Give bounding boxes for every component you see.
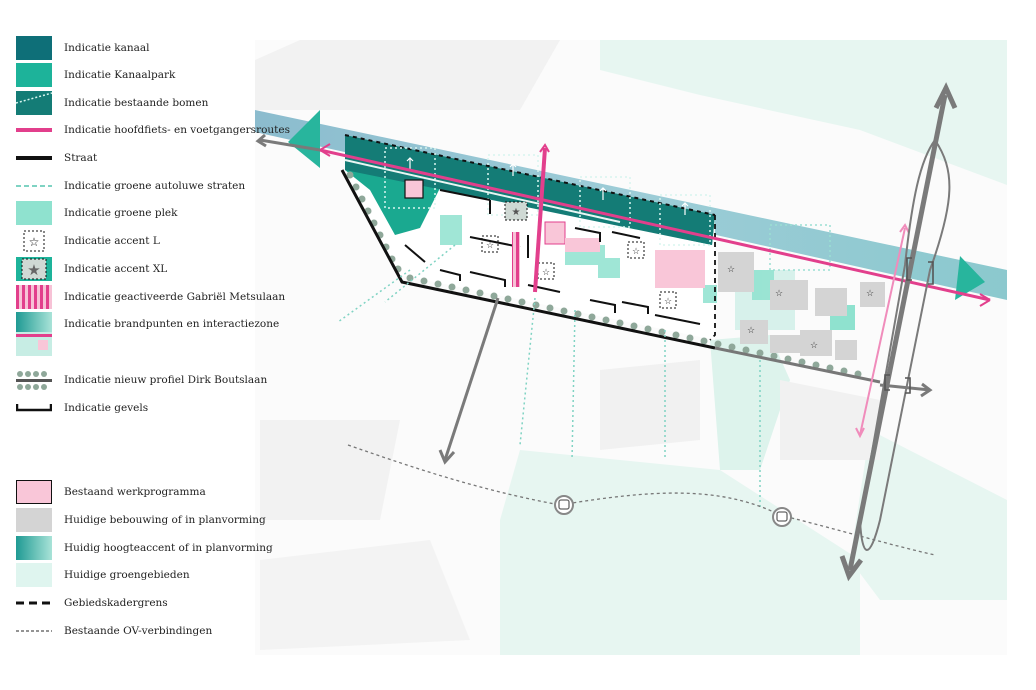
legend: Indicatie kanaal Indicatie Kanaalpark In… [0,0,290,690]
canal-west-arrow [288,110,320,168]
star-accent-l-icon: ☆ [23,230,45,252]
legend-label: Huidig hoogteaccent of in planvorming [64,542,273,554]
legend-label: Straat [64,152,98,164]
street-line-grey [714,346,881,384]
svg-text:☆: ☆ [542,268,550,278]
area-boundary [709,215,716,341]
legend-label: Indicatie brandpunten en interactiezone [64,318,280,330]
svg-text:☆: ☆ [810,341,818,351]
legend-label: Indicatie groene plek [64,207,178,219]
legend-label: Indicatie accent XL [64,263,168,275]
existing-buildings [718,252,885,360]
focal-zone-swatch [16,312,52,356]
pink-program-swatch [16,480,52,504]
dashed-teal-line [16,185,52,187]
black-street-line [16,156,52,160]
canal-swatch [16,36,52,60]
svg-text:☆: ☆ [632,247,640,257]
transit-dotted-line [16,630,52,632]
legend-label: Huidige bebouwing of in planvorming [64,514,266,526]
svg-text:☆: ☆ [775,289,783,299]
svg-text:★: ★ [27,261,40,279]
legend-label: Indicatie groene autoluwe straten [64,180,246,192]
facade-lines [404,189,701,325]
legend-label: Indicatie gevels [64,402,149,414]
tree-line-profile-swatch [16,371,52,390]
svg-text:☆: ☆ [747,326,755,336]
legend-label: Gebiedskadergrens [64,597,168,609]
accent-l-markers-existing: ☆ ☆ ☆ ☆ ☆ [727,265,874,351]
legend-label: Indicatie bestaande bomen [64,97,209,109]
green-low-traffic-streets [337,244,761,508]
svg-text:☆: ☆ [664,297,672,307]
bus-stop-icon [554,495,574,515]
grey-building-swatch [16,508,52,532]
facade-bracket-line [16,404,52,412]
legend-label: Indicatie Kanaalpark [64,69,176,81]
svg-text:☆: ☆ [29,235,40,249]
svg-text:☆: ☆ [866,289,874,299]
green-spot-swatch [16,201,52,225]
background-city-blocks [255,40,1007,655]
svg-text:☆: ☆ [727,265,735,275]
legend-label: Indicatie hoofdfiets- en voetgangersrout… [64,124,290,136]
accent-l-markers: ☆ ☆ ☆ ☆ [481,235,677,309]
legend-label: Indicatie accent L [64,235,160,247]
road-crossing-brackets [884,257,934,394]
canal-east-arrow [955,256,985,300]
street-line [340,169,716,350]
bus-stop-icon [772,507,792,527]
pink-program [655,250,705,288]
pink-routes [319,143,991,439]
boundary-dash-line [16,601,52,605]
striped-pink-swatch [16,285,52,309]
pink-program [565,238,600,252]
direction-arrows [255,82,958,582]
legend-label: Bestaande OV-verbindingen [64,625,213,637]
legend-label: Huidige groengebieden [64,569,190,581]
canal-park-swatch [16,63,52,87]
legend-label: Bestaand werkprogramma [64,486,206,498]
legend-label: Indicatie nieuw profiel Dirk Boutslaan [64,374,268,386]
legend-label: Indicatie geactiveerde Gabriël Metsulaan [64,291,286,303]
accent-xl: ★ [404,179,528,221]
svg-text:☆: ☆ [486,241,494,251]
existing-trees-swatch [16,91,52,115]
pink-route-line [16,128,52,132]
svg-text:★: ★ [512,207,521,218]
star-accent-xl-icon: ★ [16,257,52,281]
light-green-swatch [16,563,52,587]
legend-label: Indicatie kanaal [64,42,150,54]
pink-program [544,221,566,245]
teal-gradient-swatch [16,536,52,560]
